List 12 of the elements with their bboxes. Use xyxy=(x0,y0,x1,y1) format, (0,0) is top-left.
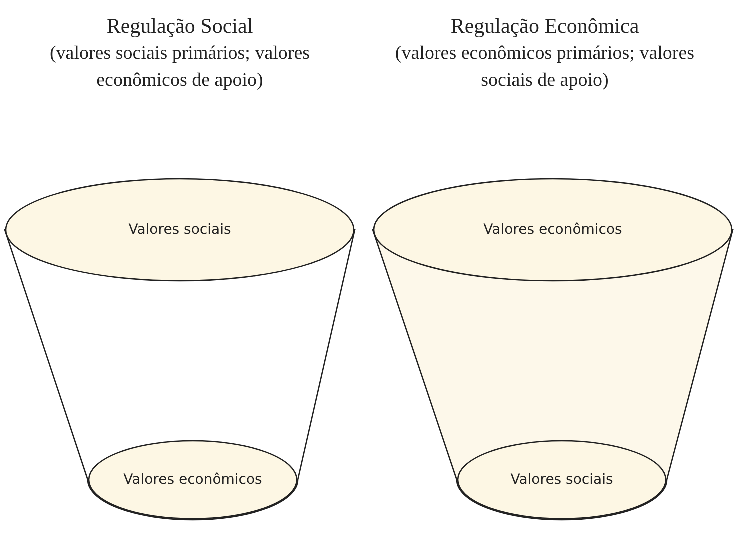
ellipse xyxy=(373,178,733,282)
ellipse-label: Valores sociais xyxy=(128,222,232,238)
ellipse-label: Valores econômicos xyxy=(484,222,622,238)
subheading: (valores econômicos primários; valores sociais de apoio) xyxy=(394,42,696,93)
ellipse xyxy=(88,440,298,520)
heading: Regulação Social xyxy=(106,14,254,39)
ellipse-label: Valores econômicos xyxy=(124,472,262,488)
heading: Regulação Econômica xyxy=(450,14,640,39)
ellipse xyxy=(457,440,667,520)
ellipse-label: Valores sociais xyxy=(510,472,614,488)
subheading: (valores sociais primários; valores econômicos de apoio) xyxy=(48,42,312,93)
ellipse xyxy=(5,178,355,282)
